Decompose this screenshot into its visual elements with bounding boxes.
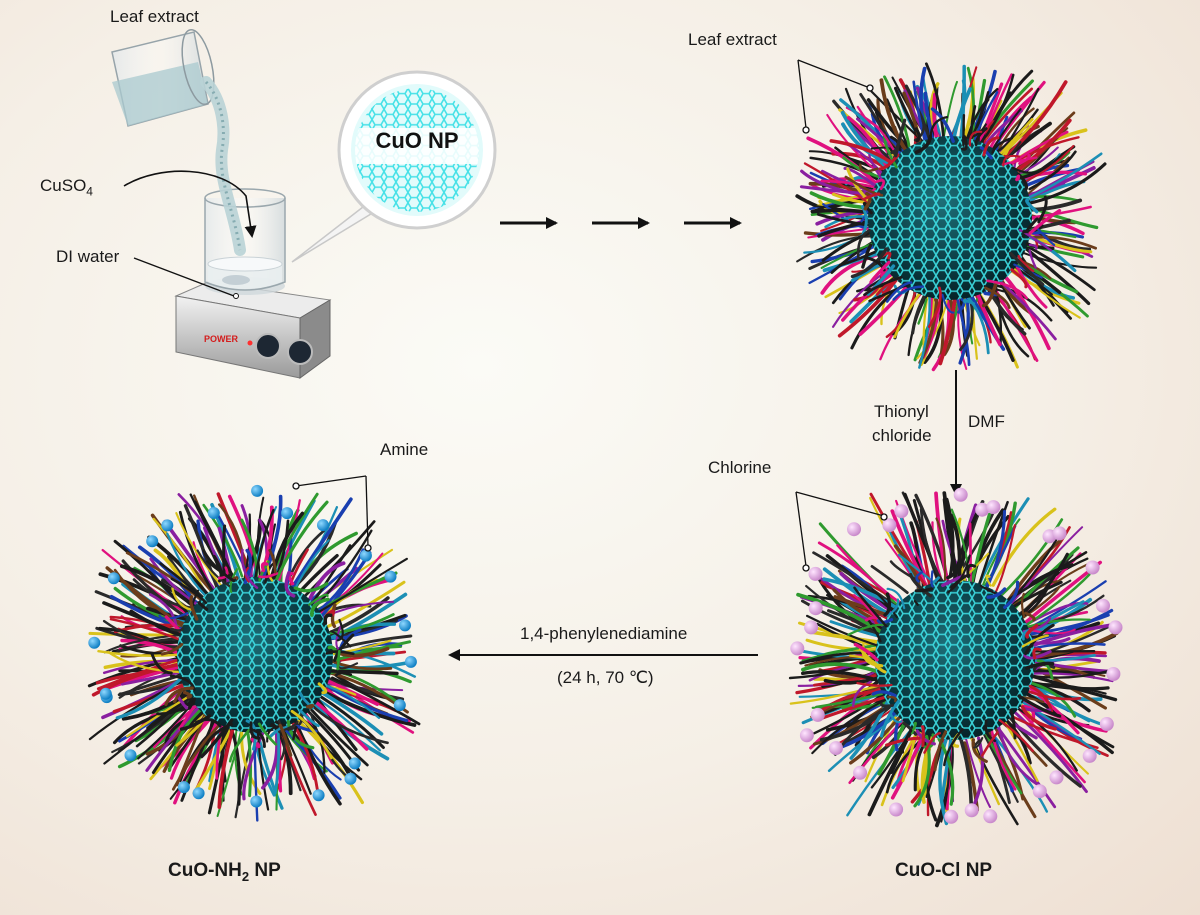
leaf-extract-leaders xyxy=(797,59,874,134)
cuo-cl-np xyxy=(788,487,1123,828)
leaf-extract-label-right: Leaf extract xyxy=(688,30,777,49)
amine-leaders xyxy=(292,475,372,552)
cuo-nh2-np xyxy=(87,484,421,822)
magnifier-callout xyxy=(291,70,497,263)
cuso4-text: CuSO xyxy=(40,176,87,195)
chloride-label: chloride xyxy=(872,426,932,445)
cuso4-subscript: 4 xyxy=(86,184,93,199)
cuso4-label: CuSO4 xyxy=(40,176,93,198)
stirrer-hotplate: POWER xyxy=(174,281,332,379)
cuo-nh2-title: CuO-NH2 NP xyxy=(168,860,281,884)
power-label: POWER xyxy=(204,334,239,344)
di-water-leader xyxy=(133,257,235,297)
leaf-extract-capped-np xyxy=(795,62,1107,372)
cuo-nh2-text: CuO-NH xyxy=(168,860,242,881)
chlorine-leaders xyxy=(795,491,888,572)
stirrer-knob-right xyxy=(287,339,313,365)
cuso4-arrow xyxy=(123,170,257,238)
pouring-beaker xyxy=(111,28,246,256)
thionyl-label: Thionyl xyxy=(874,402,929,421)
reagent-label: 1,4-phenylenediamine xyxy=(520,624,688,643)
chlorine-label: Chlorine xyxy=(708,458,772,477)
cuo-nh2-suffix: NP xyxy=(249,860,281,881)
di-water-label: DI water xyxy=(56,247,120,266)
glass-beaker xyxy=(204,188,286,295)
amine-label: Amine xyxy=(380,440,429,459)
leaf-extract-label: Leaf extract xyxy=(110,7,199,26)
cuo-nh2-subscript: 2 xyxy=(241,868,250,884)
cuo-np-label: CuO NP xyxy=(375,128,459,153)
stirrer-knob-left xyxy=(255,333,281,359)
cuo-cl-title: CuO-Cl NP xyxy=(895,860,993,881)
conditions-label: (24 h, 70 ℃) xyxy=(557,668,654,687)
dmf-label: DMF xyxy=(968,412,1005,431)
